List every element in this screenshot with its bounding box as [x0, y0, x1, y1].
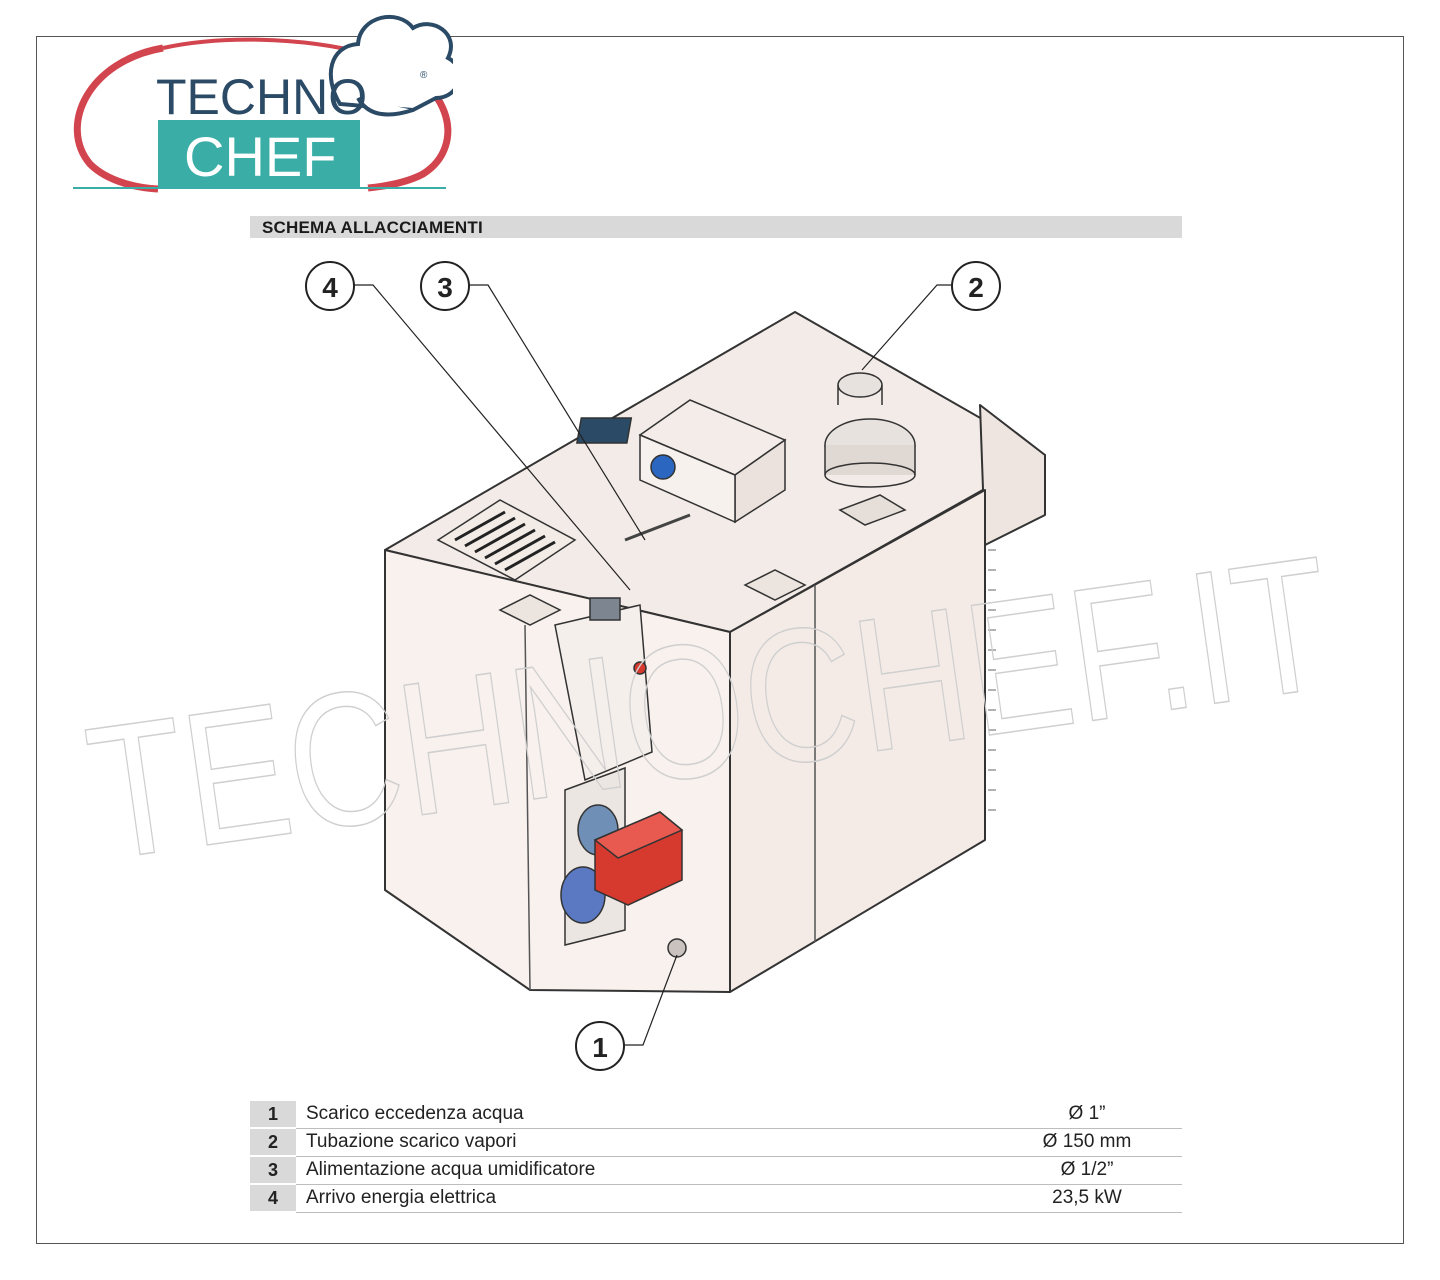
drain-outlet [667, 938, 687, 958]
legend-desc: Arrivo energia elettrica [296, 1184, 992, 1213]
leader-lines [350, 284, 955, 1046]
legend-desc: Scarico eccedenza acqua [296, 1101, 992, 1129]
top-components [436, 372, 916, 626]
svg-text:3: 3 [437, 272, 453, 303]
page-frame [36, 36, 1404, 1244]
legend-value: Ø 1/2” [992, 1156, 1182, 1185]
legend-value: 23,5 kW [992, 1184, 1182, 1213]
burner [560, 766, 684, 946]
legend-row: 4 Arrivo energia elettrica 23,5 kW [250, 1184, 1182, 1213]
svg-text:2: 2 [968, 272, 984, 303]
legend-num: 1 [250, 1101, 296, 1129]
callout-2: 2 [951, 261, 1001, 311]
svg-text:1: 1 [592, 1032, 608, 1063]
legend-value: Ø 150 mm [992, 1128, 1182, 1157]
technochef-logo: TECHNO ® CHEF [73, 14, 453, 193]
legend-num: 2 [250, 1128, 296, 1157]
callout-1: 1 [575, 1021, 625, 1071]
legend-row: 2 Tubazione scarico vapori Ø 150 mm [250, 1128, 1182, 1157]
legend-value: Ø 1” [992, 1101, 1182, 1129]
logo-line2: CHEF [184, 125, 336, 188]
legend-row: 3 Alimentazione acqua umidificatore Ø 1/… [250, 1156, 1182, 1185]
legend-num: 4 [250, 1184, 296, 1213]
svg-text:4: 4 [322, 272, 338, 303]
legend-table: 1 Scarico eccedenza acqua Ø 1” 2 Tubazio… [250, 1101, 1182, 1213]
logo-line1: TECHNO [156, 69, 367, 125]
legend-desc: Tubazione scarico vapori [296, 1128, 992, 1157]
electrical-panel [554, 597, 653, 782]
legend-desc: Alimentazione acqua umidificatore [296, 1156, 992, 1185]
section-header: SCHEMA ALLACCIAMENTI [250, 216, 1182, 238]
section-title: SCHEMA ALLACCIAMENTI [262, 218, 483, 237]
legend-row: 1 Scarico eccedenza acqua Ø 1” [250, 1101, 1182, 1129]
chef-hat-icon [328, 14, 453, 117]
legend-num: 3 [250, 1156, 296, 1185]
callout-3: 3 [420, 261, 470, 311]
logo-registered-mark: ® [420, 70, 428, 81]
callout-4: 4 [305, 261, 355, 311]
